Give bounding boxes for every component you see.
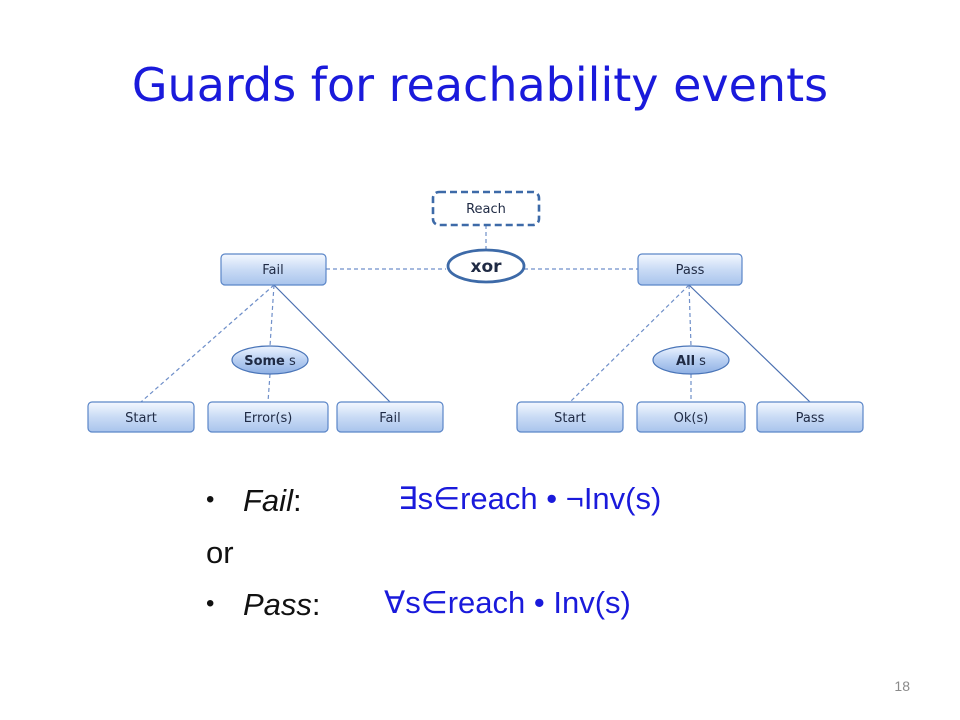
edge-some-error bbox=[267, 373, 271, 403]
some-guard-var: s bbox=[285, 354, 296, 369]
pass-top-node: Pass bbox=[637, 253, 743, 286]
bullet-fail-sep: : bbox=[292, 483, 302, 518]
right-child-pass-label: Pass bbox=[796, 411, 825, 426]
left-child-error: Error(s) bbox=[207, 401, 329, 433]
bullet-pass-formula: ∀s∈reach • Inv(s) bbox=[384, 585, 631, 620]
left-child-fail: Fail bbox=[336, 401, 444, 433]
bullet-fail-label: Fail bbox=[243, 483, 293, 518]
edge-fail-fail bbox=[273, 284, 391, 403]
xor-label: xor bbox=[470, 257, 502, 277]
fail-top-label: Fail bbox=[262, 263, 283, 278]
reach-label: Reach bbox=[466, 202, 506, 217]
connector-or: or bbox=[206, 535, 234, 570]
edge-pass-start bbox=[569, 284, 690, 403]
bullet-pass: Pass: bbox=[243, 589, 321, 620]
left-child-fail-label: Fail bbox=[379, 411, 400, 426]
reach-node: Reach bbox=[431, 190, 541, 227]
right-child-ok: Ok(s) bbox=[636, 401, 746, 433]
right-child-ok-label: Ok(s) bbox=[674, 411, 709, 426]
bullet-pass-sep: : bbox=[311, 587, 321, 622]
left-child-error-label: Error(s) bbox=[244, 411, 293, 426]
all-guard-quantifier: All bbox=[676, 354, 695, 369]
reachability-diagram: Reach Fail Pass xor Some s All s Start E… bbox=[87, 190, 864, 433]
bullet-fail-formula: ∃s∈reach • ¬Inv(s) bbox=[398, 481, 662, 516]
left-child-start-label: Start bbox=[125, 411, 157, 426]
right-child-start-label: Start bbox=[554, 411, 586, 426]
edge-fail-some bbox=[269, 284, 275, 347]
right-child-start: Start bbox=[516, 401, 624, 433]
bullet-pass-label: Pass bbox=[243, 587, 312, 622]
left-child-start: Start bbox=[87, 401, 195, 433]
pass-top-label: Pass bbox=[676, 263, 705, 278]
edge-fail-start bbox=[140, 284, 275, 403]
edge-pass-all bbox=[688, 284, 692, 347]
all-guard: All s bbox=[652, 345, 730, 375]
all-guard-var: s bbox=[695, 354, 706, 369]
bullet-marker-pass: • bbox=[206, 590, 215, 617]
svg-text:Some s: Some s bbox=[244, 354, 296, 369]
slide-number: 18 bbox=[894, 678, 910, 694]
some-guard: Some s bbox=[231, 345, 309, 375]
bullet-fail: Fail: bbox=[243, 485, 302, 516]
edge-pass-pass bbox=[688, 284, 811, 403]
some-guard-quantifier: Some bbox=[244, 354, 285, 369]
fail-top-node: Fail bbox=[220, 253, 327, 286]
xor-connector: xor bbox=[446, 248, 526, 284]
right-child-pass: Pass bbox=[756, 401, 864, 433]
svg-text:All s: All s bbox=[676, 354, 706, 369]
slide-title: Guards for reachability events bbox=[131, 58, 829, 112]
bullet-marker-fail: • bbox=[206, 486, 215, 513]
